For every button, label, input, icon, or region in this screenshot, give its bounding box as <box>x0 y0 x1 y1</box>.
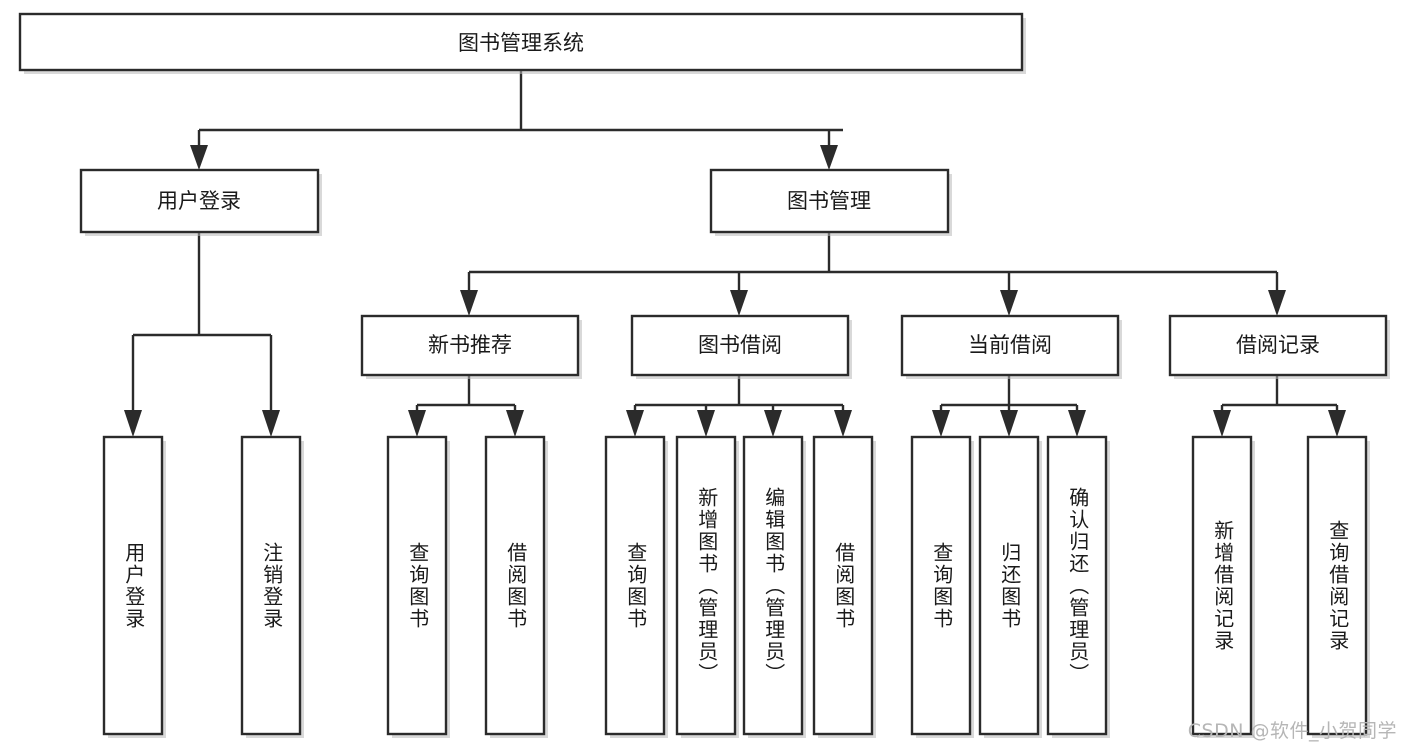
connector-newbook-to-leaves <box>408 375 524 437</box>
leaf-node-current-borrow-2[interactable] <box>1046 435 1110 738</box>
leaf-node-user-login-1[interactable] <box>240 435 304 738</box>
node-book-borrow-label: 图书借阅 <box>698 333 782 357</box>
leaf-node-borrow-record-0[interactable] <box>1191 435 1255 738</box>
connector-root-to-level2 <box>190 70 843 170</box>
leaf-node-book-borrow-3[interactable] <box>812 435 876 738</box>
node-borrow-record[interactable]: 借阅记录 <box>1168 314 1390 379</box>
leaf-node-user-login-0[interactable] <box>102 435 166 738</box>
node-root[interactable]: 图书管理系统 <box>18 12 1026 74</box>
leaf-node-new-book-0[interactable] <box>386 435 450 738</box>
node-user-login-label: 用户登录 <box>157 189 241 213</box>
node-root-label: 图书管理系统 <box>458 31 584 55</box>
node-book-management[interactable]: 图书管理 <box>709 168 952 236</box>
leaf-node-book-borrow-1[interactable] <box>675 435 739 738</box>
node-borrow-record-label: 借阅记录 <box>1236 333 1320 357</box>
node-current-borrow[interactable]: 当前借阅 <box>900 314 1122 379</box>
node-user-login[interactable]: 用户登录 <box>79 168 322 236</box>
leaf-node-current-borrow-0[interactable] <box>910 435 974 738</box>
node-current-borrow-label: 当前借阅 <box>968 333 1052 357</box>
leaf-node-borrow-record-1[interactable] <box>1306 435 1370 738</box>
connector-userlogin-to-leaves <box>124 232 280 437</box>
node-book-borrow[interactable]: 图书借阅 <box>630 314 852 379</box>
connector-currentborrow-to-leaves <box>932 375 1086 437</box>
connector-bookmgmt-to-level3 <box>460 232 1286 316</box>
watermark-text: CSDN @软件_小贺同学 <box>1187 720 1397 742</box>
node-new-book-recommend-label: 新书推荐 <box>428 333 512 357</box>
connector-borrowrecord-to-leaves <box>1213 375 1346 437</box>
node-new-book-recommend[interactable]: 新书推荐 <box>360 314 582 379</box>
node-book-management-label: 图书管理 <box>787 189 871 213</box>
leaf-node-new-book-1[interactable] <box>484 435 548 738</box>
leaf-node-book-borrow-2[interactable] <box>742 435 806 738</box>
leaf-node-current-borrow-1[interactable] <box>978 435 1042 738</box>
leaf-node-book-borrow-0[interactable] <box>604 435 668 738</box>
connector-bookborrow-to-leaves <box>626 375 852 437</box>
